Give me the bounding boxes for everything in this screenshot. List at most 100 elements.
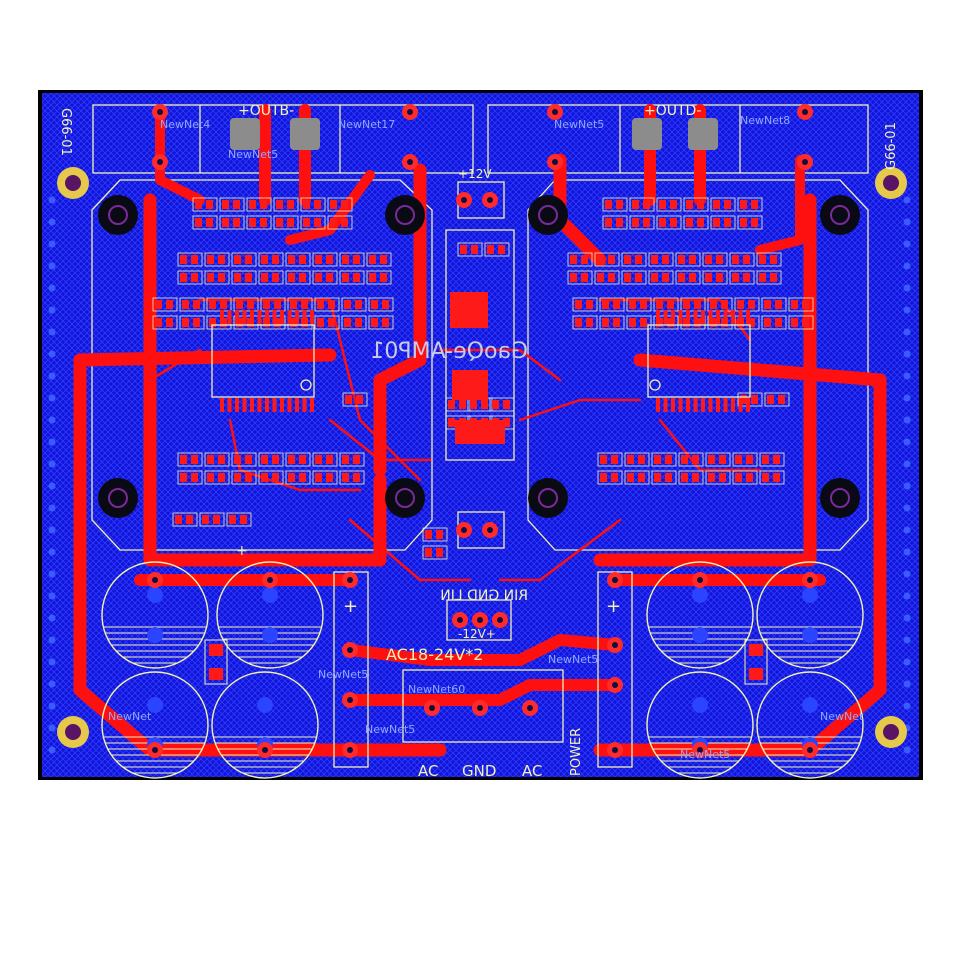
smd-outline <box>258 270 284 285</box>
smd-outline <box>710 215 736 230</box>
smd-pad <box>678 273 685 282</box>
edge-via <box>48 218 56 226</box>
smd-pad <box>191 273 198 282</box>
smd-pad <box>342 255 349 264</box>
th-drill <box>347 697 353 703</box>
smd-pad <box>213 515 220 524</box>
smd-outline <box>788 297 814 312</box>
terminal-strip-left <box>333 571 369 768</box>
smd-pad <box>487 245 494 254</box>
smd-pad <box>686 200 693 209</box>
ac-input-label: AC18-24V*2 <box>386 645 483 664</box>
smd-pad <box>369 273 376 282</box>
smd-outline <box>705 470 731 485</box>
ic-pin <box>235 398 239 412</box>
th-drill <box>612 747 618 753</box>
smd-pad <box>326 455 333 464</box>
smd-pad <box>746 455 753 464</box>
diode-polarity-mark: + <box>236 543 248 559</box>
smd-pad <box>616 200 623 209</box>
smd-outline <box>327 215 353 230</box>
filter-capacitors <box>101 561 864 779</box>
capacitor-pad <box>692 627 708 643</box>
ic-pin <box>746 398 750 412</box>
smd-pad <box>713 218 720 227</box>
smd-pad <box>600 473 607 482</box>
corner-hole <box>883 724 899 740</box>
mount-hole-ring <box>395 205 415 225</box>
th-drill <box>267 577 273 583</box>
smd-pad <box>656 300 663 309</box>
smd-outline <box>342 392 368 407</box>
edge-via <box>48 306 56 314</box>
th-drill <box>152 747 158 753</box>
th-drill <box>461 527 467 533</box>
smd-pad <box>665 473 672 482</box>
edge-via <box>903 240 911 248</box>
smd-pad <box>643 218 650 227</box>
smd-pad <box>602 318 609 327</box>
smd-outline <box>312 252 338 267</box>
smd-outline <box>300 215 326 230</box>
smd-pad <box>640 300 647 309</box>
smd-outline <box>152 315 178 330</box>
smd-pad <box>369 255 376 264</box>
cap-plus-left: + <box>343 596 358 617</box>
capacitor-outline <box>101 671 209 779</box>
smd-outline <box>683 215 709 230</box>
smd-pad <box>317 300 324 309</box>
smd-outline <box>597 470 623 485</box>
smd-pad <box>608 273 615 282</box>
th-drill <box>612 642 618 648</box>
smd-pad <box>762 455 769 464</box>
smd-outline <box>177 470 203 485</box>
th-drill <box>477 617 483 623</box>
smd-pad <box>288 473 295 482</box>
smd-pad <box>218 255 225 264</box>
ic-pin <box>656 310 660 324</box>
edge-via <box>903 614 911 622</box>
smd-pad <box>301 300 308 309</box>
smd-pad <box>315 255 322 264</box>
smd-pad <box>719 473 726 482</box>
smd-pad <box>492 400 499 409</box>
edge-via <box>48 592 56 600</box>
smd-outline <box>648 270 674 285</box>
smd-outline <box>339 470 365 485</box>
edge-via <box>48 680 56 688</box>
ic-pin <box>272 398 277 412</box>
smd-outline <box>300 197 326 212</box>
smd-outline <box>602 215 628 230</box>
smd-pad <box>314 218 321 227</box>
smd-outline <box>339 252 365 267</box>
ic-pin <box>678 398 683 412</box>
smd-pad <box>380 255 387 264</box>
smd-pad <box>697 218 704 227</box>
ic-pin <box>731 398 735 412</box>
net-label: NewNet <box>108 710 152 723</box>
smd-outline <box>678 452 704 467</box>
ic-pin <box>302 310 307 324</box>
diode-pad <box>209 644 223 656</box>
mount-hole <box>528 195 568 235</box>
ic-pin <box>716 310 720 324</box>
edge-via <box>48 284 56 292</box>
smd-outline <box>651 452 677 467</box>
edge-via <box>48 438 56 446</box>
smd-outline <box>729 270 755 285</box>
edge-via <box>48 196 56 204</box>
th-drill <box>802 159 808 165</box>
smd-pad <box>724 200 731 209</box>
th-drill <box>807 577 813 583</box>
smd-outline <box>683 197 709 212</box>
smd-pad <box>743 255 750 264</box>
ic-pin <box>310 398 314 412</box>
capacitor-outline <box>101 561 209 669</box>
ic-pin <box>716 398 720 412</box>
board-title-mirrored: GaoQe-AMP01 <box>370 339 528 364</box>
smd-pad <box>315 473 322 482</box>
mount-hole <box>528 478 568 518</box>
capacitor-pad <box>802 587 818 603</box>
smd-pad <box>616 218 623 227</box>
smd-pad <box>775 300 782 309</box>
